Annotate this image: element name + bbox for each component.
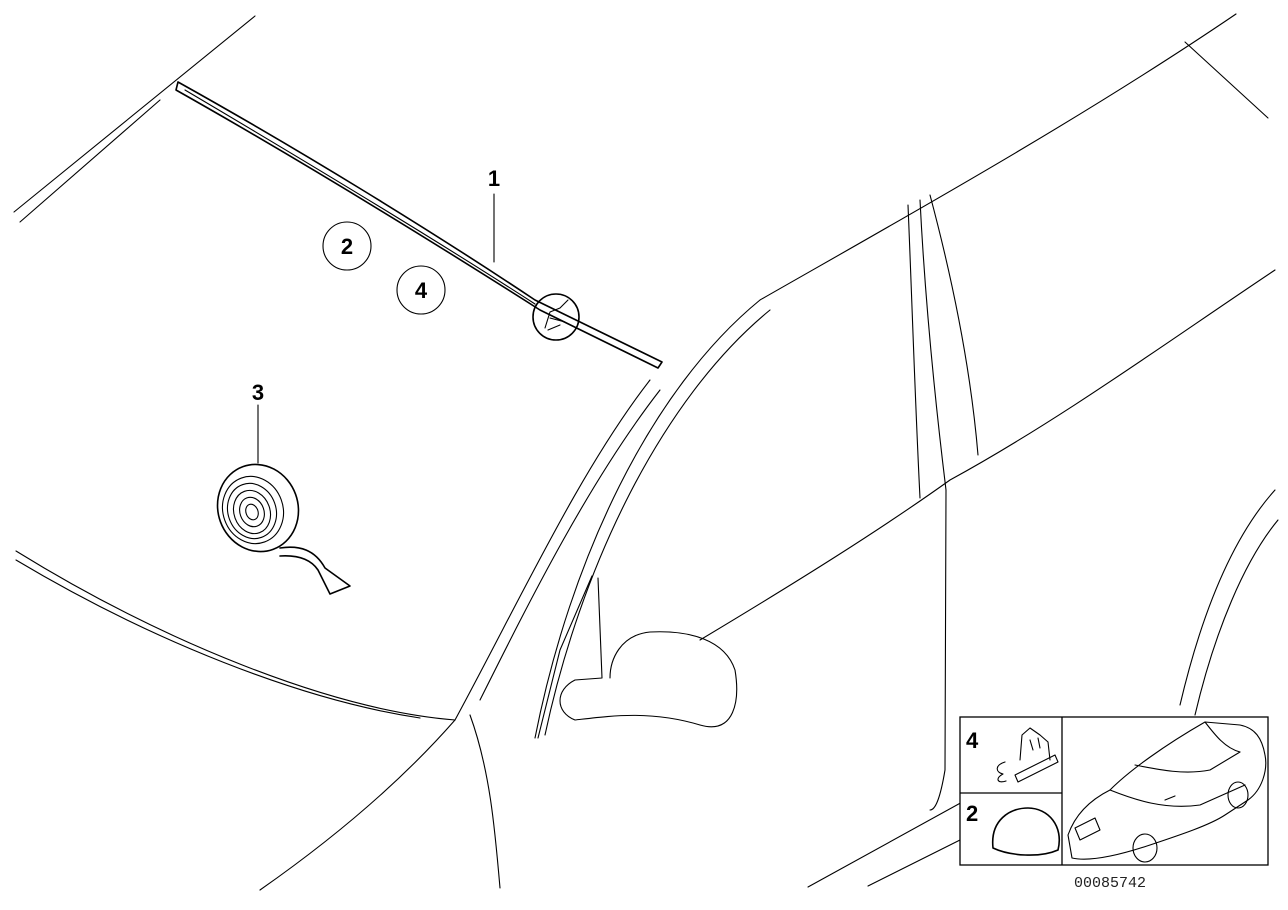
b-pillar-line-2 bbox=[919, 199, 947, 491]
sill-line bbox=[807, 794, 976, 888]
tape-roll bbox=[216, 404, 351, 595]
windshield-strip bbox=[175, 81, 663, 369]
side-mirror bbox=[559, 577, 738, 728]
callout-4-circle bbox=[396, 265, 446, 315]
sensor-clip-detail bbox=[544, 299, 569, 331]
a-pillar-line-inner bbox=[479, 389, 661, 701]
a-pillar-line bbox=[454, 379, 651, 721]
callout-2-label: 2 bbox=[341, 234, 353, 259]
windshield-base-line bbox=[15, 550, 456, 721]
callout-2-circle bbox=[322, 221, 372, 271]
inset-panel: 4 2 bbox=[959, 716, 1269, 866]
b-pillar-line bbox=[907, 204, 921, 499]
rear-wheel-arch bbox=[1179, 489, 1276, 706]
rear-wheel-arch-inner bbox=[1194, 519, 1279, 716]
clip-icon bbox=[996, 727, 1059, 783]
inset-label-4: 4 bbox=[966, 728, 979, 753]
mirror-base bbox=[537, 575, 593, 739]
door-front-edge bbox=[929, 489, 947, 811]
windshield-base-line-lower bbox=[15, 559, 421, 719]
callout-4-label: 4 bbox=[415, 278, 428, 303]
inset-label-2: 2 bbox=[966, 801, 978, 826]
hood-edge-line-inner bbox=[19, 99, 161, 223]
roof-line bbox=[1184, 41, 1269, 119]
callout-3-label: 3 bbox=[252, 380, 264, 405]
belt-line bbox=[699, 269, 1276, 641]
car-thumbnail-icon bbox=[1067, 721, 1267, 863]
fender-line bbox=[259, 719, 456, 891]
fender-line-2 bbox=[469, 714, 501, 889]
sensor-clip-icon bbox=[532, 293, 580, 341]
drawing-number: 00085742 bbox=[1074, 875, 1146, 892]
window-frame-inner-line bbox=[544, 309, 771, 736]
hood-edge-line bbox=[13, 15, 256, 213]
window-frame-line bbox=[534, 13, 1237, 739]
b-pillar-line-3 bbox=[929, 194, 979, 456]
dome-cap-icon bbox=[992, 807, 1061, 856]
callout-1-label: 1 bbox=[488, 166, 500, 191]
car-body-outline bbox=[13, 13, 1279, 891]
